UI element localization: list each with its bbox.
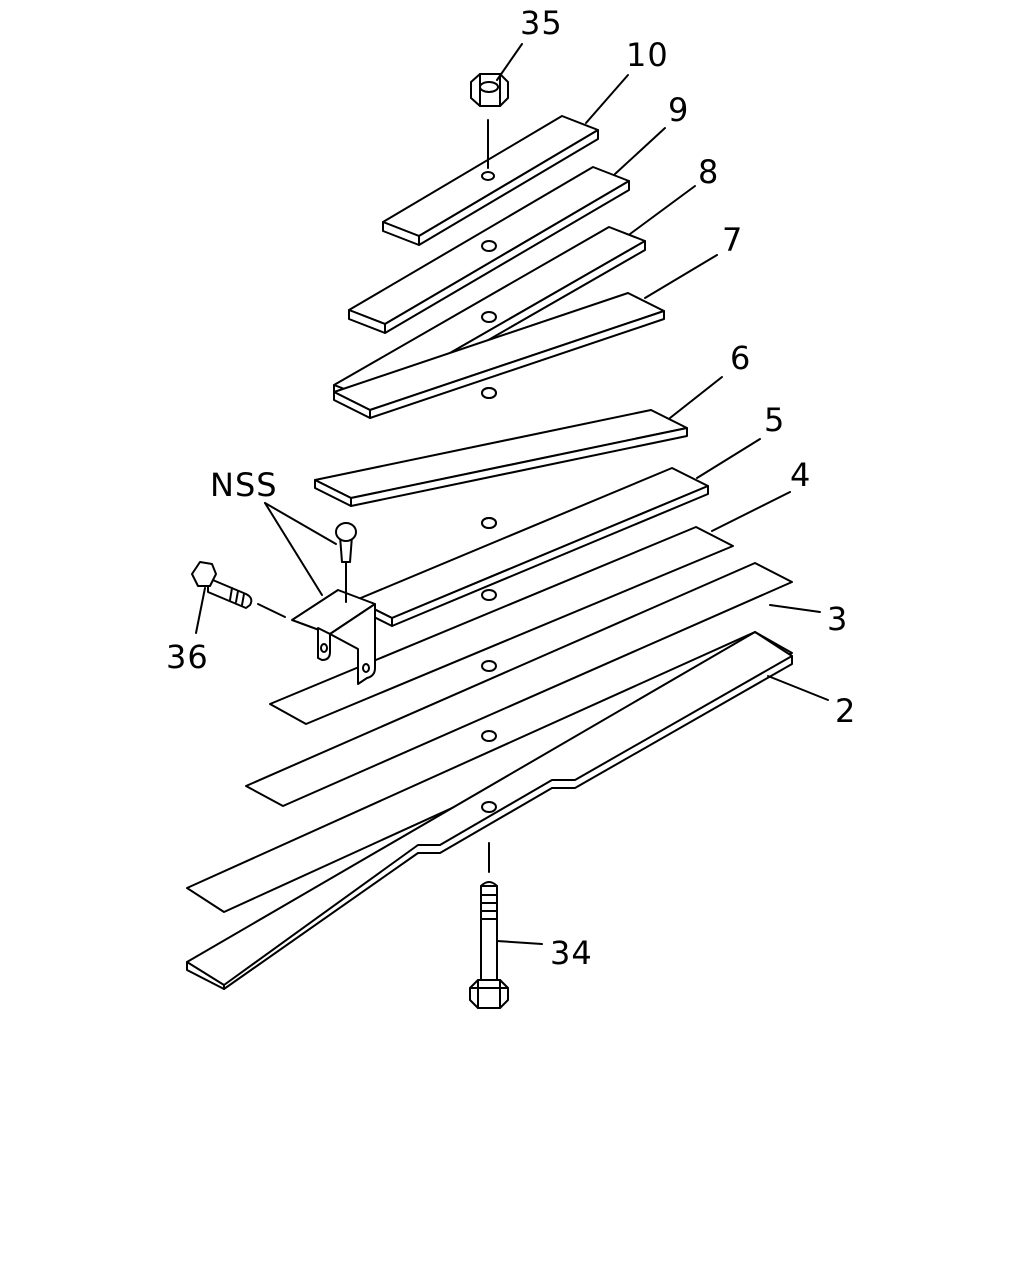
callout-4: 4 — [790, 456, 811, 494]
callout-3: 3 — [827, 600, 848, 638]
callout-10: 10 — [626, 36, 669, 74]
callout-34: 34 — [550, 934, 593, 972]
leaf-6-drawn — [314, 409, 688, 529]
rivet — [335, 522, 357, 603]
callout-36: 36 — [166, 638, 209, 676]
leaf-9 — [348, 166, 630, 334]
nut-35 — [470, 73, 509, 169]
clip-bracket — [291, 589, 376, 685]
leaf-2 — [186, 631, 793, 990]
leader-lines — [195, 43, 829, 945]
leaf-7-drawn — [333, 292, 665, 419]
callout-35: 35 — [520, 4, 563, 42]
leaf-3 — [245, 562, 793, 807]
leaf-5 — [481, 517, 497, 529]
callout-9: 9 — [668, 91, 689, 129]
callout-nss: NSS — [210, 466, 278, 504]
bolt-36 — [191, 561, 286, 618]
leaf-4 — [269, 526, 734, 725]
callout-5: 5 — [764, 401, 785, 439]
callout-7: 7 — [722, 221, 743, 259]
callout-6: 6 — [730, 339, 751, 377]
callout-2: 2 — [835, 692, 856, 730]
leaf-6 — [481, 387, 497, 399]
callout-8: 8 — [698, 153, 719, 191]
bolt-34 — [469, 842, 509, 1009]
leaf-10 — [382, 115, 599, 246]
